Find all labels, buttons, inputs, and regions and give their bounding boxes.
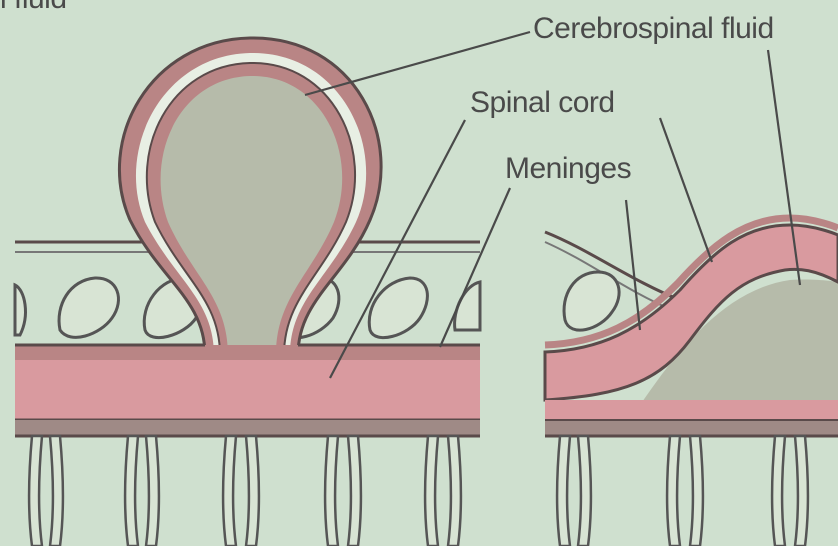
label-cerebrospinal-fluid: Cerebrospinal fluid <box>533 12 774 45</box>
right-cord-lower <box>545 400 838 420</box>
meninges-leader-right <box>626 200 640 330</box>
label-spinal-cord: Spinal cord <box>470 86 615 119</box>
right-cord-lower-membrane <box>545 420 838 436</box>
vertebra-blob-1 <box>59 278 118 337</box>
left-nerve-roots <box>29 436 461 546</box>
label-meninges: Meninges <box>505 152 631 185</box>
right-panel <box>545 218 838 546</box>
label-top-left-fluid: l fluid <box>0 0 67 15</box>
right-nerve-roots <box>557 436 808 546</box>
left-cord-lower-membrane <box>15 420 480 436</box>
left-spinal-cord <box>15 360 480 420</box>
spinal-cord-leader-right <box>660 118 712 262</box>
left-panel <box>15 38 480 546</box>
right-vertebra-blob <box>564 272 619 330</box>
vertebra-blob-0 <box>15 285 25 335</box>
